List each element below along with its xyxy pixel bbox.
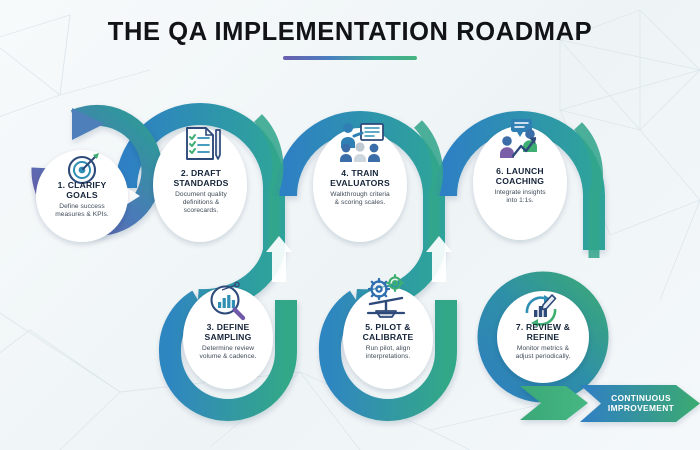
- step-node-5[interactable]: 5. PILOT & CALIBRATE Run pilot, align in…: [342, 322, 434, 361]
- step-2-desc-line2: definitions &: [182, 198, 220, 206]
- step-node-3[interactable]: 3. DEFINE SAMPLING Determine review volu…: [182, 322, 274, 361]
- step-7-title-line1: 7. REVIEW &: [515, 322, 571, 332]
- step-3-title-line1: 3. DEFINE: [206, 322, 250, 332]
- title-block: THE QA IMPLEMENTATION ROADMAP: [0, 18, 700, 60]
- step-7-title-line2: REFINE: [526, 332, 560, 343]
- step-5-title-line2: CALIBRATE: [362, 332, 414, 343]
- coaching-people-speech-icon: [500, 119, 537, 158]
- step-4-title-line2: EVALUATORS: [330, 178, 390, 189]
- step-1-desc-line1: Define success: [59, 202, 105, 210]
- step-1-title-line2: GOALS: [66, 190, 98, 201]
- step-6-desc-line2: into 1:1s.: [506, 196, 534, 204]
- trainer-presentation-icon: [340, 123, 384, 162]
- step-pods: [36, 126, 589, 389]
- magnifier-chart-icon: [210, 281, 246, 321]
- step-node-6[interactable]: 6. LAUNCH COACHING Integrate insights in…: [472, 166, 568, 205]
- step-5-desc-line2: interpretations.: [365, 352, 411, 360]
- step-node-1[interactable]: 1. CLARIFY GOALS Define success measures…: [36, 180, 128, 219]
- step-2-title-line2: STANDARDS: [173, 178, 229, 189]
- title-underline: [283, 56, 417, 60]
- step-7-desc-line1: Monitor metrics &: [516, 344, 570, 352]
- step-5-title-line1: 5. PILOT &: [365, 322, 411, 332]
- step-4-desc-line2: & scoring scales.: [334, 198, 386, 206]
- flow-arrow-chevrons: [266, 236, 452, 282]
- step-4-desc-line1: Walkthrough criteria: [330, 190, 390, 198]
- step-3-desc-line2: volume & cadence.: [199, 352, 257, 360]
- step-1-desc-line2: measures & KPIs.: [55, 210, 109, 218]
- banner-line1: CONTINUOUS: [611, 392, 671, 403]
- step-1-title-line1: 1. CLARIFY: [57, 180, 107, 190]
- banner-line2: IMPROVEMENT: [607, 402, 675, 413]
- continuous-improvement-banner[interactable]: CONTINUOUS IMPROVEMENT: [596, 387, 686, 420]
- step-2-desc-line1: Document quality: [175, 190, 227, 198]
- step-5-desc-line1: Run pilot, align: [365, 344, 411, 352]
- page-title: THE QA IMPLEMENTATION ROADMAP: [107, 18, 593, 46]
- step-node-2[interactable]: 2. DRAFT STANDARDS Document quality defi…: [154, 168, 248, 215]
- step-7-desc-line2: adjust periodically.: [515, 352, 571, 360]
- step-2-title-line1: 2. DRAFT: [180, 168, 222, 178]
- gears-balance-scale-icon: [366, 273, 406, 318]
- step-node-7[interactable]: 7. REVIEW & REFINE Monitor metrics & adj…: [495, 322, 591, 361]
- step-2-desc-line3: scorecards.: [183, 206, 219, 214]
- step-6-desc-line1: Integrate insights: [494, 188, 546, 196]
- step-3-title-line2: SAMPLING: [204, 332, 252, 343]
- checklist-document-pen-icon: [186, 127, 221, 160]
- step-4-title-line1: 4. TRAIN: [341, 168, 379, 178]
- target-dart-icon: [67, 153, 99, 185]
- step-node-4[interactable]: 4. TRAIN EVALUATORS Walkthrough criteria…: [312, 168, 408, 207]
- refresh-chart-pencil-icon: [525, 294, 557, 327]
- step-3-desc-line1: Determine review: [201, 344, 255, 352]
- step-6-title-line2: COACHING: [495, 176, 545, 187]
- continuous-improvement-banner-shape: [520, 385, 700, 422]
- step-6-title-line1: 6. LAUNCH: [496, 166, 544, 176]
